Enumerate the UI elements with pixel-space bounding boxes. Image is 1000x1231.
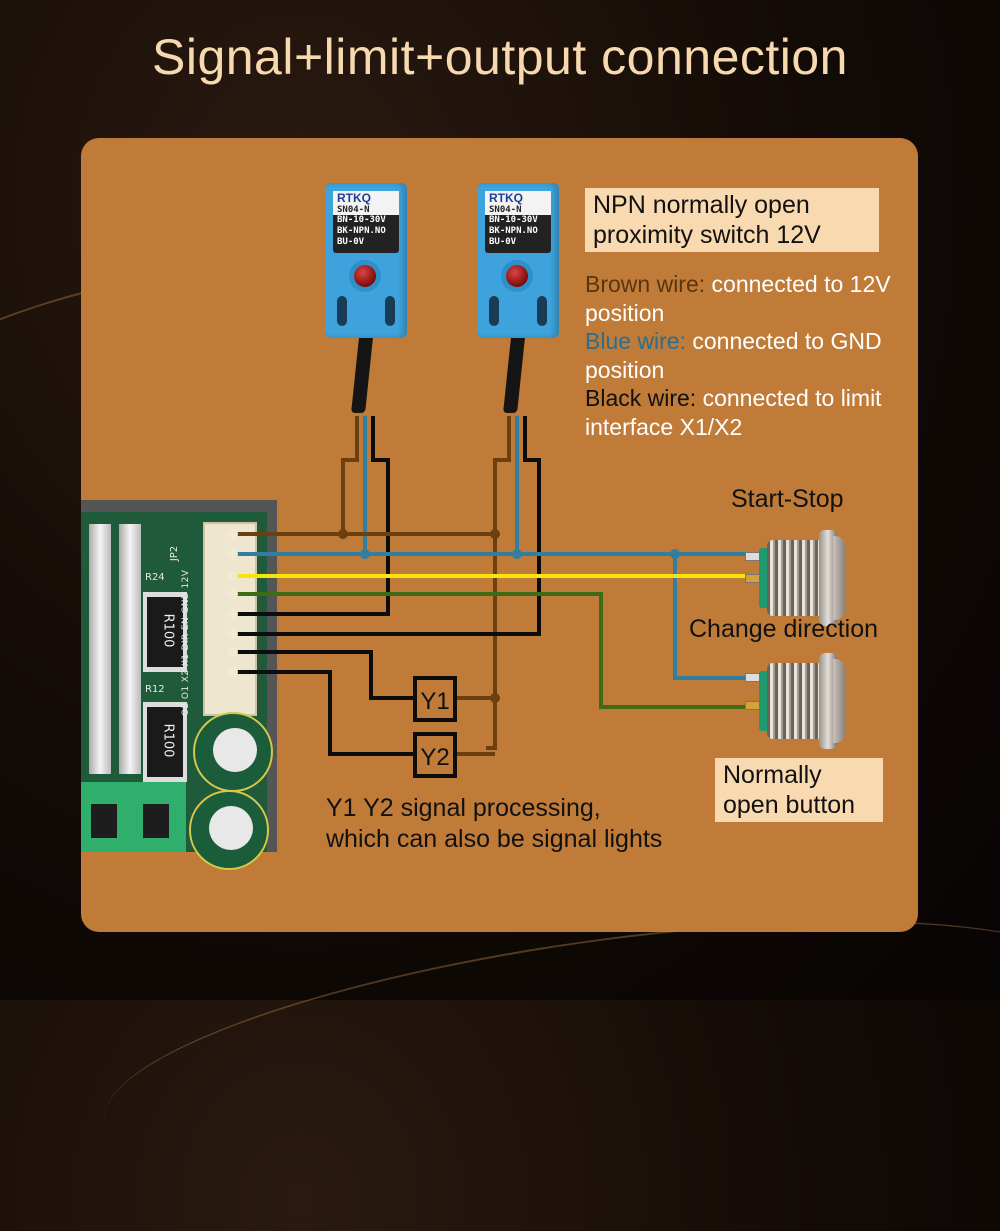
connector-pin — [228, 571, 238, 581]
y2-label: Y2 — [420, 744, 449, 771]
sensor2-brown-wire — [486, 416, 511, 750]
connector-pin — [228, 589, 238, 599]
junction-dot — [490, 529, 500, 539]
sensor-led — [506, 265, 528, 287]
terminal-hole — [143, 804, 169, 838]
page-title: Signal+limit+output connection — [151, 29, 848, 85]
sensor2-black-wire — [233, 416, 541, 636]
o1-wire — [233, 650, 415, 700]
sensor-brand: RTKQ — [485, 191, 551, 206]
change-direction-button — [741, 653, 847, 749]
junction-dot — [360, 549, 370, 559]
terminal-hole — [91, 804, 117, 838]
sensor-label-plate: RTKQ SN04-N BN-10-30V BK-NPN.NO BU-0V — [485, 191, 551, 253]
resistor-ref: R24 — [145, 572, 165, 583]
sensor1-brown-wire — [341, 416, 359, 534]
mount-slot — [489, 296, 499, 326]
gnd-to-direction-button — [673, 554, 755, 680]
proximity-sensor-1: RTKQ SN04-N BN-10-30V BK-NPN.NO BU-0V — [325, 183, 407, 413]
y1-label: Y1 — [420, 688, 449, 715]
start-stop-label: Start-Stop — [731, 485, 844, 513]
resistor-ref: R12 — [145, 684, 165, 695]
mount-slot — [385, 296, 395, 326]
connector-pin — [228, 647, 238, 657]
o2-wire — [233, 670, 415, 756]
connector-pin — [228, 609, 238, 619]
wire-description-brown: Brown wire: connected to 12V position — [585, 271, 891, 326]
heatsink-fin — [119, 524, 141, 774]
start-stop-button — [741, 530, 847, 626]
sensor1-black-wire — [233, 416, 390, 616]
resistor: R100 — [143, 592, 187, 672]
connector-pin — [228, 629, 238, 639]
resistor: R100 — [143, 702, 187, 782]
wire-description-black: Black wire: connected to limit interface… — [585, 385, 882, 440]
sensor-model: SN04-N — [333, 206, 399, 215]
heatsink-fin — [89, 524, 111, 774]
mount-slot — [537, 296, 547, 326]
wire-description-blue: Blue wire: connected to GND position — [585, 328, 882, 383]
output-note: Y1 Y2 signal processing, which can also … — [326, 794, 663, 853]
sensor-type-label: NPN normally open proximity switch 12V — [585, 188, 879, 252]
connector-pin — [228, 667, 238, 677]
change-direction-label: Change direction — [689, 615, 879, 643]
sensor-led — [354, 265, 376, 287]
button-type-label: Normally open button — [715, 758, 883, 822]
sensor-model: SN04-N — [485, 206, 551, 215]
junction-dot — [338, 529, 348, 539]
connector-pin — [228, 549, 238, 559]
mount-slot — [337, 296, 347, 326]
wiring-diagram-panel: R24 R100 R12 R100 JP2 O2 O1 X2 X1 DIR EN… — [81, 138, 918, 932]
junction-dot — [670, 549, 680, 559]
connector-pin — [228, 529, 238, 539]
y2-box — [413, 732, 457, 778]
en-wire — [233, 592, 755, 709]
junction-dot — [512, 549, 522, 559]
wire-description-list: Brown wire: connected to 12V position Bl… — [585, 270, 905, 441]
proximity-sensor-2: RTKQ SN04-N BN-10-30V BK-NPN.NO BU-0V — [477, 183, 559, 413]
controller-board: R24 R100 R12 R100 JP2 O2 O1 X2 X1 DIR EN… — [81, 500, 277, 870]
screw-terminal — [81, 782, 186, 852]
sensor-brand: RTKQ — [333, 191, 399, 206]
pcb: R24 R100 R12 R100 JP2 O2 O1 X2 X1 DIR EN… — [81, 512, 273, 870]
sensor-label-plate: RTKQ SN04-N BN-10-30V BK-NPN.NO BU-0V — [333, 191, 399, 253]
capacitor — [189, 790, 269, 870]
capacitor — [193, 712, 273, 792]
junction-dot — [490, 693, 500, 703]
y1-box — [413, 676, 457, 722]
